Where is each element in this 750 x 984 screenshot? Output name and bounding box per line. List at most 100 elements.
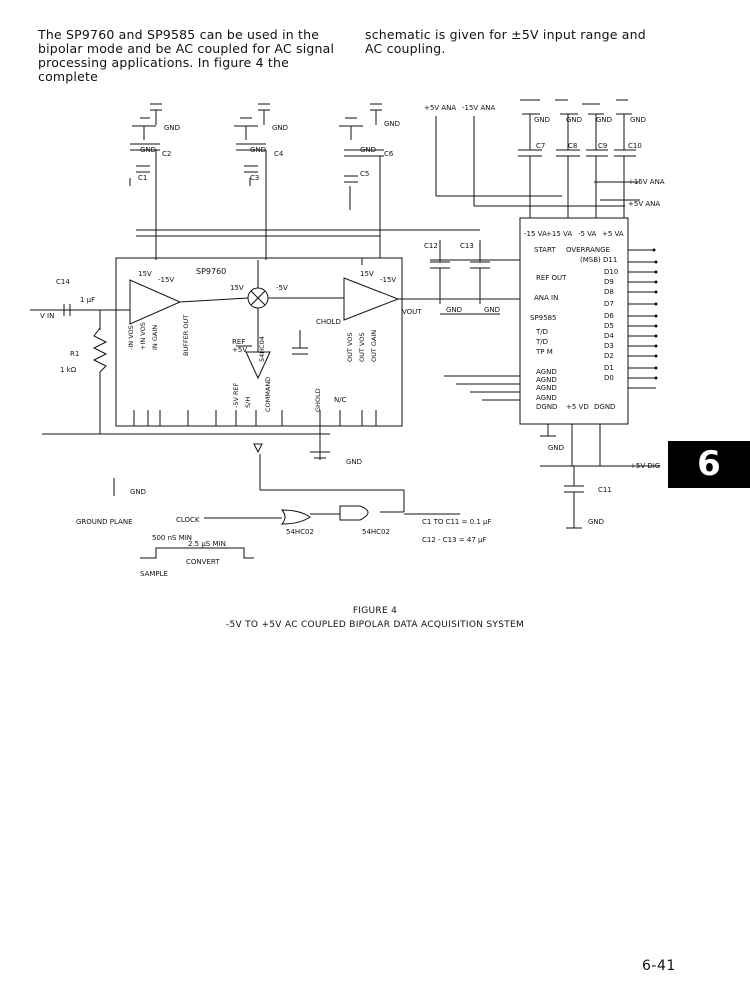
adc-tpm: TP M bbox=[535, 348, 553, 356]
cap-c8: C8 bbox=[568, 142, 577, 150]
adc-top-plus5: +5 VA bbox=[602, 230, 624, 238]
adc-bit-d5: D5 bbox=[604, 322, 614, 330]
gnd-3: GND bbox=[384, 120, 400, 128]
pin-buffer-out: BUFFER OUT bbox=[182, 315, 190, 356]
timing-waveform bbox=[140, 547, 254, 559]
gnd-10: GND bbox=[630, 116, 646, 124]
input-cap-value: 1 µF bbox=[80, 296, 95, 304]
cap-c1: C1 bbox=[138, 174, 147, 182]
nc-label: N/C bbox=[334, 396, 347, 404]
cap-c3: C3 bbox=[250, 174, 259, 182]
sum-minus5: -5V bbox=[276, 284, 288, 292]
gnd-13: GND bbox=[346, 458, 362, 466]
decoupling-caps-sp9760 bbox=[129, 103, 480, 265]
r1-resistor bbox=[92, 327, 108, 373]
adc-start: START bbox=[534, 246, 556, 254]
pin-out-vos-1: OUT VOS bbox=[346, 333, 354, 363]
supply-minus15-ana: -15V ANA bbox=[462, 104, 495, 112]
gnd-9: GND bbox=[596, 116, 612, 124]
cap-c10: C10 bbox=[628, 142, 642, 150]
adc-bit-d3: D3 bbox=[604, 342, 614, 350]
gnd-6: GND bbox=[360, 146, 376, 154]
pin-ghold: GHOLD bbox=[314, 388, 322, 412]
r1-label: R1 bbox=[70, 350, 79, 358]
ref-label: REF bbox=[232, 338, 245, 346]
cap-c9: C9 bbox=[598, 142, 607, 150]
adc-bit-d4: D4 bbox=[604, 332, 614, 340]
adc-bit-d8: D8 bbox=[604, 288, 614, 296]
adc-bit-d10: D10 bbox=[604, 268, 618, 276]
adc-agnd2: AGND bbox=[536, 376, 557, 384]
figure-caption-number: FIGURE 4 bbox=[352, 606, 398, 616]
adc-agnd4: AGND bbox=[536, 394, 557, 402]
cap-c11: C11 bbox=[598, 486, 612, 494]
decoupling-caps-sp9585 bbox=[435, 99, 640, 218]
gnd-7: GND bbox=[534, 116, 550, 124]
note-caps-1: C1 TO C11 = 0.1 µF bbox=[422, 518, 492, 526]
supply-plus5-ana-2: +5V ANA bbox=[628, 200, 660, 208]
adc-bit-d0: D0 bbox=[604, 374, 614, 382]
amp-plus15: 15V bbox=[138, 270, 152, 278]
cap-c6: C6 bbox=[384, 150, 394, 158]
gnd-4: GND bbox=[140, 146, 156, 154]
nor-gate-u1 bbox=[280, 509, 311, 525]
cap-c7: C7 bbox=[536, 142, 545, 150]
nor-gate-u2 bbox=[339, 505, 369, 521]
sp9585-label: SP9585 bbox=[530, 314, 556, 322]
adc-bit-d9: D9 bbox=[604, 278, 614, 286]
gnd-11: GND bbox=[446, 306, 462, 314]
chapter-tab: 6 bbox=[668, 441, 750, 488]
gnd-2: GND bbox=[272, 124, 288, 132]
adc-msb: (MSB) D11 bbox=[580, 256, 617, 264]
chold-label: CHOLD bbox=[316, 318, 341, 326]
adc-top-minus15: -15 VA bbox=[524, 230, 547, 238]
inverter-u3 bbox=[253, 443, 263, 454]
adc-agnd1: AGND bbox=[536, 368, 557, 376]
sp9585-chip bbox=[519, 217, 629, 425]
gate-u3-label: 54HC04 bbox=[258, 336, 266, 362]
supply-plus5-ana: +5V ANA bbox=[424, 104, 456, 112]
pin-command: COMMAND bbox=[264, 377, 272, 412]
timing-25-label: 2.5 µS MIN bbox=[188, 540, 226, 548]
pin-minus5-ref: -5V REF bbox=[232, 382, 240, 408]
timing-sample-label: SAMPLE bbox=[140, 570, 168, 578]
gnd-14: GND bbox=[548, 444, 564, 452]
pin-out-vos-2: OUT VOS bbox=[358, 333, 366, 363]
adc-bit-d6: D6 bbox=[604, 312, 614, 320]
adc-overrange: OVERRANGE bbox=[566, 246, 610, 254]
gate-u1-label: 54HC02 bbox=[286, 528, 314, 536]
sp9760-label: SP9760 bbox=[196, 267, 226, 276]
adc-top-minus5: -5 VA bbox=[578, 230, 597, 238]
note-caps-2: C12 - C13 = 47 µF bbox=[422, 536, 487, 544]
gnd-5: GND bbox=[250, 146, 266, 154]
input-buffer-amp bbox=[129, 279, 182, 325]
supply-minus5-ana: +15V ANA bbox=[628, 178, 665, 186]
pin-out-gain: OUT GAIN bbox=[370, 330, 378, 362]
figure-caption-title: -5V TO +5V AC COUPLED BIPOLAR DATA ACQUI… bbox=[225, 620, 525, 630]
cap-c4: C4 bbox=[274, 150, 284, 158]
pin-in-gain: IN GAIN bbox=[151, 325, 159, 350]
gate-u2-label: 54HC02 bbox=[362, 528, 390, 536]
pin-minus-in-vos: -IN VOS bbox=[127, 325, 135, 350]
vin-label: V IN bbox=[40, 312, 54, 320]
adc-ana-in: ANA IN bbox=[534, 294, 558, 302]
pin-sh: S/H bbox=[244, 397, 252, 408]
gnd-15: GND bbox=[130, 488, 146, 496]
output-amp bbox=[343, 277, 400, 321]
gnd-1: GND bbox=[164, 124, 180, 132]
cap-c12: C12 bbox=[424, 242, 438, 250]
cap-c5: C5 bbox=[360, 170, 369, 178]
timing-convert-label: CONVERT bbox=[186, 558, 220, 566]
adc-bit-d1: D1 bbox=[604, 364, 614, 372]
adc-refout: REF OUT bbox=[536, 274, 567, 282]
amp-minus15: -15V bbox=[158, 276, 174, 284]
body-text-right: schematic is given for ±5V input range a… bbox=[365, 27, 646, 56]
pin-plus-in-vos: +IN VOS bbox=[139, 322, 147, 350]
cap-c14: C14 bbox=[56, 278, 70, 286]
sh-switch bbox=[245, 351, 271, 380]
sp9760-chip bbox=[115, 257, 403, 427]
adc-agnd3: AGND bbox=[536, 384, 557, 392]
adc-5vd: +5 VD bbox=[566, 403, 589, 411]
r1-value: 1 kΩ bbox=[60, 366, 77, 374]
